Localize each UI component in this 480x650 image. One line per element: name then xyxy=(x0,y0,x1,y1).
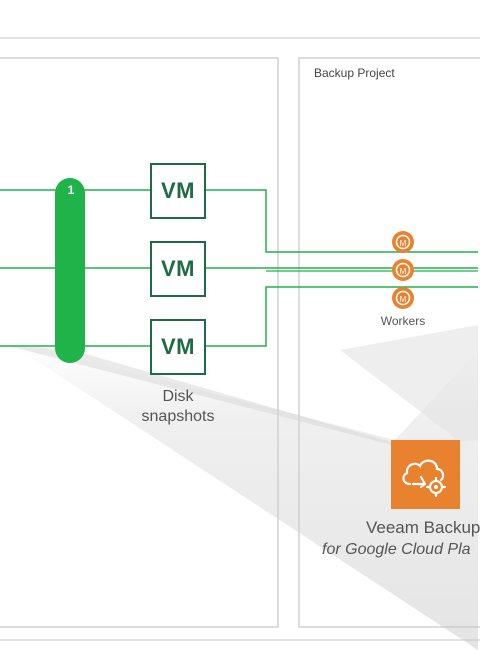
vm-box-2 xyxy=(150,241,206,297)
disk-snapshots-label: Disk snapshots xyxy=(128,387,228,427)
disk-snapshots-line2: snapshots xyxy=(141,408,215,425)
vm-box-3 xyxy=(150,319,206,375)
backup-project-panel xyxy=(298,57,480,628)
source-project-panel xyxy=(0,57,279,628)
svg-text:M: M xyxy=(400,267,407,276)
svg-text:M: M xyxy=(400,239,407,248)
disk-snapshots-line1: Disk xyxy=(162,388,194,405)
veeam-app-subtitle: for Google Cloud Pla xyxy=(322,541,471,558)
worker-gear-icon-2: M xyxy=(392,259,414,281)
vm-label-3: VM xyxy=(161,334,195,359)
veeam-app-name: Veeam Backup xyxy=(366,518,480,537)
vm-box-1 xyxy=(150,163,206,219)
worker-gear-icon-1: M xyxy=(392,231,414,253)
workers-label: Workers xyxy=(380,314,426,328)
veeam-appliance-icon xyxy=(391,440,460,509)
step-badge-number: 1 xyxy=(67,183,75,197)
vm-to-worker-1 xyxy=(205,189,478,253)
snapshot-funnel-shadow xyxy=(5,340,478,650)
worker-gear-icon-3: M xyxy=(392,287,414,309)
vm-label-1: VM xyxy=(161,178,195,203)
vm-to-worker-3 xyxy=(205,286,478,347)
snapshot-funnel-left xyxy=(5,345,392,445)
svg-text:M: M xyxy=(400,295,407,304)
cloud-gear-icon xyxy=(402,459,447,498)
vm-label-2: VM xyxy=(161,256,195,281)
backup-project-title: Backup Project xyxy=(314,66,395,80)
outer-frame xyxy=(0,37,480,641)
snapshot-pill xyxy=(55,178,85,363)
worker-funnel xyxy=(340,325,478,442)
